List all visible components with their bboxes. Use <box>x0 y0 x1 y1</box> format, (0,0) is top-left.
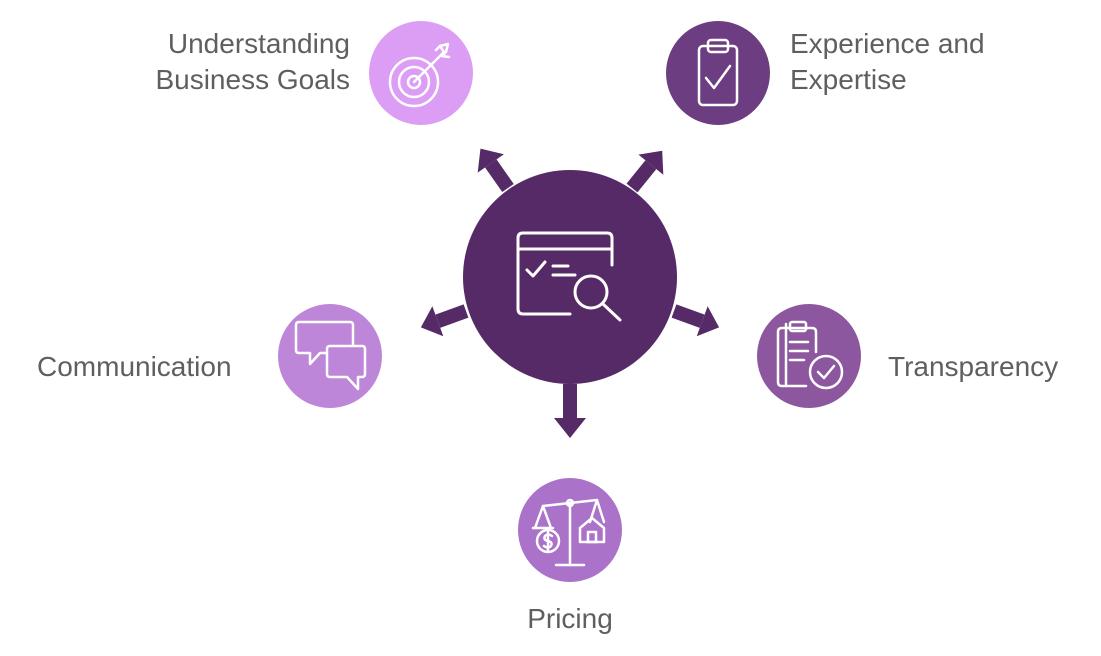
target-arrow-icon <box>388 42 451 108</box>
goals-label-line-1: Understanding <box>167 28 350 59</box>
communication-label-line-1: Communication <box>37 351 232 382</box>
clipboard-check-icon <box>697 38 739 107</box>
goals-label-line-2: Business Goals <box>155 64 350 95</box>
experience-label-line-1: Experience and <box>790 28 985 59</box>
arrow-to-goals <box>477 148 514 193</box>
experience-circle <box>666 21 770 125</box>
transparency-circle <box>757 304 861 408</box>
chat-bubbles-icon <box>294 320 367 391</box>
pricing-label: Pricing <box>470 601 670 637</box>
transparency-label: Transparency <box>888 349 1058 385</box>
arrow-to-transparency <box>671 304 720 337</box>
center-hub-circle <box>463 170 677 384</box>
experience-label: Experience and Expertise <box>790 26 985 98</box>
communication-label: Communication <box>37 349 232 385</box>
balance-scale-icon <box>531 498 606 567</box>
goals-circle <box>369 21 473 125</box>
arrow-to-pricing <box>554 384 586 438</box>
document-check-icon <box>776 320 844 390</box>
checklist-search-icon <box>516 231 622 322</box>
arrow-to-experience <box>626 150 664 193</box>
arrow-to-communication <box>420 304 469 337</box>
transparency-label-line-1: Transparency <box>888 351 1059 382</box>
experience-label-line-2: Expertise <box>790 64 907 95</box>
pricing-label-line-1: Pricing <box>527 603 613 634</box>
goals-label: Understanding Business Goals <box>155 26 350 98</box>
